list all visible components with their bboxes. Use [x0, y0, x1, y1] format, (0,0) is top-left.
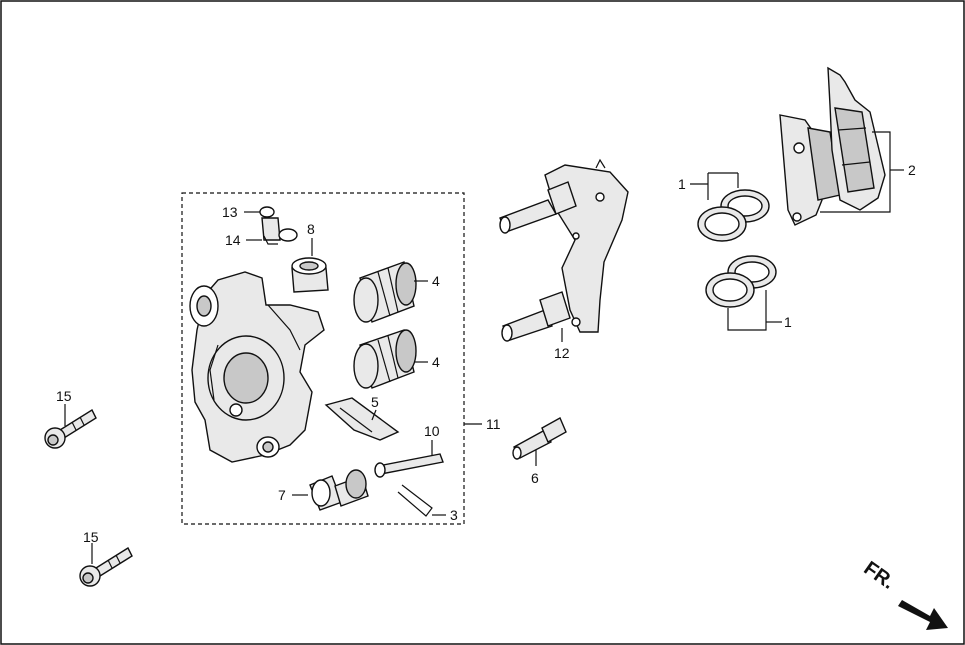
callout-6: 6: [531, 470, 539, 486]
callout-3: 3: [450, 507, 458, 523]
pad-spring-icon: [324, 397, 400, 441]
callout-5: 5: [371, 394, 379, 410]
pin-bolt-icon: [309, 469, 369, 511]
slide-pin-icon: [512, 417, 567, 460]
brake-pad-icon: [779, 66, 886, 226]
flange-bolt-upper-icon: [44, 408, 97, 449]
callout-15-lower: 15: [83, 529, 99, 545]
flange-bolt-lower-icon: [79, 546, 133, 587]
callout-4-upper: 4: [432, 273, 440, 289]
direction-label: FR.: [860, 557, 899, 594]
caliper-bracket-icon: [499, 158, 629, 342]
caliper-body-icon: [189, 271, 325, 463]
callout-1-upper: 1: [678, 176, 686, 192]
callout-7: 7: [278, 487, 286, 503]
callout-12: 12: [554, 345, 570, 361]
callout-8: 8: [307, 221, 315, 237]
piston-seal-lower-icon: [705, 255, 777, 308]
callout-1-lower: 1: [784, 314, 792, 330]
kit-boundary-box: [181, 192, 465, 525]
piston-seal-upper-icon: [697, 189, 770, 242]
callout-15-upper: 15: [56, 388, 72, 404]
piston-lower-icon: [353, 329, 417, 389]
dust-boot-icon: [291, 257, 329, 293]
bleeder-valve-icon: [259, 206, 298, 245]
piston-upper-icon: [353, 261, 417, 323]
callout-10: 10: [424, 423, 440, 439]
pad-pin-icon: [374, 453, 444, 478]
callout-4-lower: 4: [432, 354, 440, 370]
direction-arrow-icon: [898, 600, 948, 630]
retainer-clip-icon: [397, 484, 433, 517]
callout-13: 13: [222, 204, 238, 220]
callout-14: 14: [225, 232, 241, 248]
callout-11: 11: [486, 416, 501, 432]
callout-2: 2: [908, 162, 916, 178]
